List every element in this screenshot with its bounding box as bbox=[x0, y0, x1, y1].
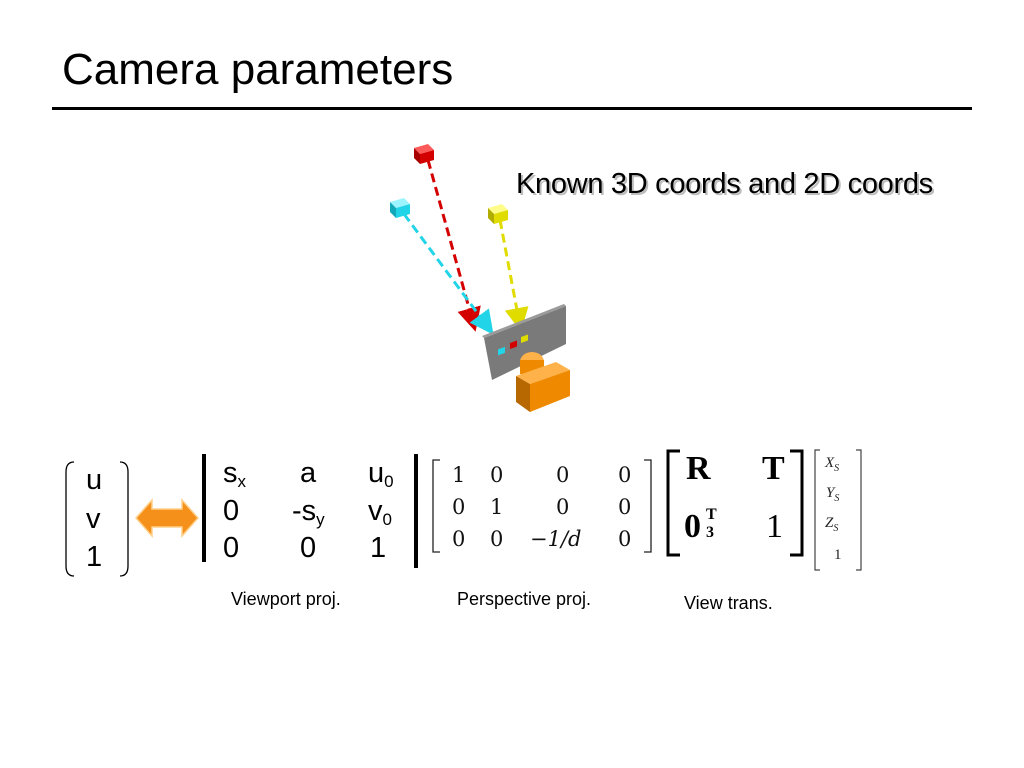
world-point-brackets bbox=[814, 449, 862, 571]
caption-view: View trans. bbox=[684, 593, 773, 613]
viewport-cell-2-1: 0 bbox=[300, 532, 317, 564]
viewport-cell-0-2: u0 bbox=[368, 457, 394, 491]
known-coords-annotation: Known 3D coords and 2D coords bbox=[516, 168, 933, 200]
view-R: R bbox=[686, 450, 711, 487]
perspective-cell-1-3: 0 bbox=[618, 495, 632, 519]
viewport-cell-1-0: 0 bbox=[223, 495, 240, 527]
uv-v: v bbox=[86, 503, 101, 535]
uv-vector-brackets bbox=[65, 461, 129, 577]
view-zero-sub: 3 bbox=[706, 524, 714, 541]
viewport-cell-1-1: -sy bbox=[292, 495, 325, 529]
view-one: 1 bbox=[766, 508, 783, 545]
perspective-brackets bbox=[432, 459, 652, 553]
ray-cyan bbox=[402, 213, 494, 335]
perspective-cell-2-3: 0 bbox=[618, 527, 632, 551]
world-X: XS bbox=[825, 455, 840, 474]
view-zero-sup: T bbox=[706, 506, 717, 523]
viewport-cell-0-0: sx bbox=[223, 457, 246, 491]
view-zero-vector: 0 bbox=[684, 508, 701, 545]
perspective-cell-1-2: 0 bbox=[556, 495, 570, 519]
ray-yellow bbox=[498, 219, 529, 332]
camera-projection-illustration bbox=[390, 144, 570, 412]
title-underline bbox=[52, 107, 972, 110]
double-arrow-icon bbox=[134, 498, 200, 538]
caption-viewport: Viewport proj. bbox=[231, 589, 341, 609]
viewport-cell-2-0: 0 bbox=[223, 532, 240, 564]
uv-u: u bbox=[86, 464, 103, 496]
view-T: T bbox=[762, 450, 785, 487]
ray-red bbox=[426, 159, 481, 332]
perspective-cell-0-1: 0 bbox=[490, 463, 504, 487]
perspective-cell-2-1: 0 bbox=[490, 527, 504, 551]
uv-one: 1 bbox=[86, 541, 103, 573]
perspective-cell-0-0: 1 bbox=[452, 463, 466, 487]
cyan-cube-icon bbox=[390, 198, 410, 218]
image-plane bbox=[482, 304, 566, 380]
viewport-cell-1-2: v0 bbox=[368, 495, 392, 529]
viewport-cell-2-2: 1 bbox=[370, 532, 387, 564]
slide-title: Camera parameters bbox=[62, 45, 454, 94]
viewport-cell-0-1: a bbox=[300, 457, 317, 489]
perspective-cell-2-0: 0 bbox=[452, 527, 466, 551]
yellow-cube-icon bbox=[488, 204, 508, 224]
perspective-cell-2-2: −1/d bbox=[530, 527, 582, 551]
perspective-cell-1-0: 0 bbox=[452, 495, 466, 519]
red-cube-icon bbox=[414, 144, 434, 164]
perspective-cell-0-3: 0 bbox=[618, 463, 632, 487]
perspective-cell-1-1: 1 bbox=[490, 495, 504, 519]
world-Z: ZS bbox=[825, 515, 839, 534]
perspective-cell-0-2: 0 bbox=[556, 463, 570, 487]
caption-perspective: Perspective proj. bbox=[457, 589, 592, 609]
camera-body-icon bbox=[516, 352, 570, 412]
world-Y: YS bbox=[826, 485, 840, 504]
viewport-left-bar bbox=[202, 454, 206, 562]
view-transform-brackets bbox=[666, 449, 804, 557]
viewport-right-bar bbox=[414, 454, 418, 568]
world-one: 1 bbox=[834, 547, 842, 563]
